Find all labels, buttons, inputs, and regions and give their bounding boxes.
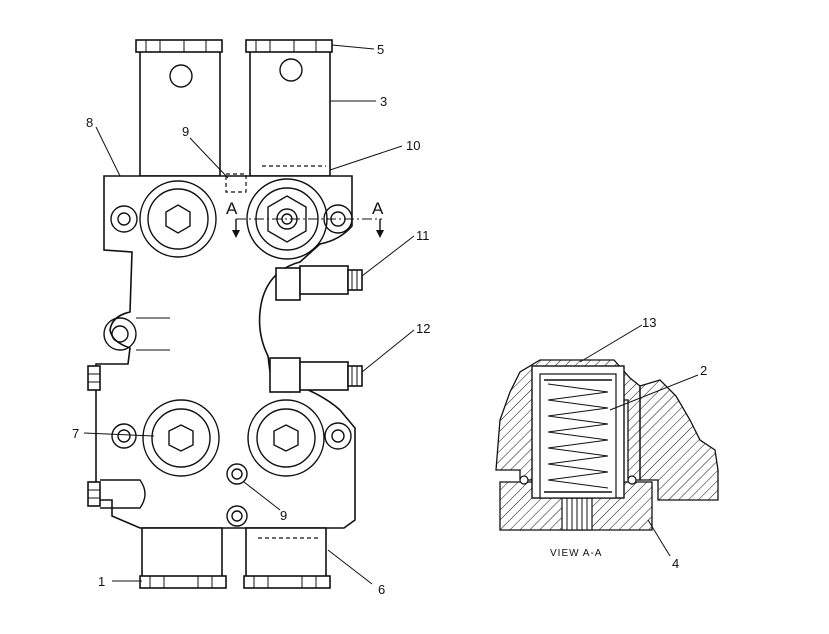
callout-6: 6: [378, 582, 385, 597]
callout-3: 3: [380, 94, 387, 109]
callout-11: 11: [416, 228, 430, 243]
valve-body: [95, 175, 356, 529]
solenoid-housing-right: [245, 39, 333, 177]
fitting-upper: [275, 265, 363, 301]
lower-housing-left: [139, 527, 227, 589]
section-view: [495, 359, 719, 531]
view-label: VIEW A-A: [550, 548, 602, 559]
callout-10: 10: [406, 138, 420, 153]
callout-2: 2: [700, 363, 707, 378]
section-marker-right: A: [372, 199, 384, 218]
callout-7: 7: [72, 426, 79, 441]
valve-assembly: [87, 39, 384, 589]
lower-housing-right: [243, 527, 331, 589]
callout-13: 13: [642, 315, 656, 330]
callout-1: 1: [98, 574, 105, 589]
callout-5: 5: [377, 42, 384, 57]
section-marker-left: A: [226, 199, 238, 218]
callout-labels: 1 2 3 4 5 6 7 8 9 9 10 11 12 13 A A VIEW…: [72, 42, 707, 597]
callout-4: 4: [672, 556, 679, 571]
leader-lines: [83, 44, 699, 585]
callout-12: 12: [416, 321, 430, 336]
callout-9-top: 9: [182, 124, 189, 139]
callout-9-bottom: 9: [280, 508, 287, 523]
callout-8: 8: [86, 115, 93, 130]
solenoid-housing-left: [135, 39, 223, 177]
fitting-lower: [269, 357, 363, 393]
